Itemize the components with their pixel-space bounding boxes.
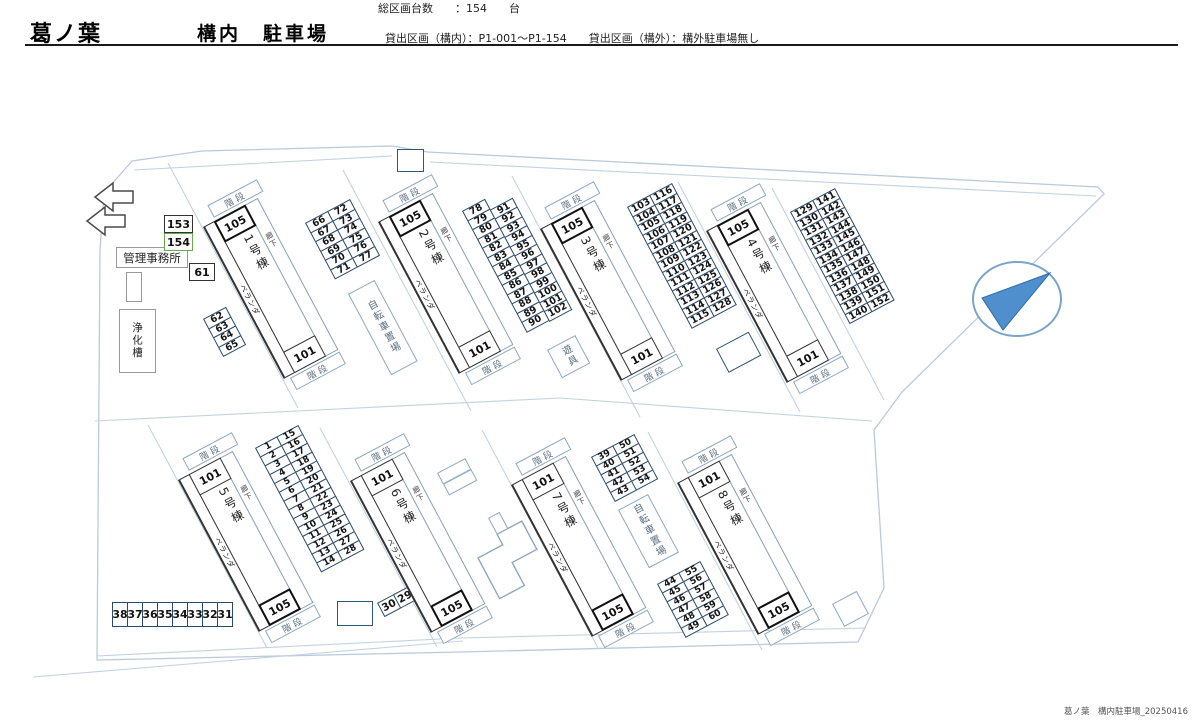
parking-space-153: 153 (164, 215, 193, 233)
outbuilding-bottom-left (337, 601, 373, 626)
parking-space-32: 32 (202, 602, 218, 627)
page-subtitle: 構内 駐車場 (197, 23, 330, 45)
septic-tank: 浄化槽 (119, 309, 156, 373)
parking-space-36: 36 (142, 602, 158, 627)
entrance-arrow-icon (85, 181, 134, 237)
page-title: 葛ノ葉 (30, 22, 103, 47)
parking-space-37: 37 (127, 602, 143, 627)
parking-space-61: 61 (189, 263, 215, 281)
outbuilding-left-small (126, 272, 142, 302)
lease-range-line: 貸出区画（構内）：P1-001～P1-154 貸出区画（構外）：構外駐車場無し (385, 32, 760, 45)
outbuilding-top (397, 149, 424, 172)
north-compass-icon (972, 261, 1062, 337)
header-divider (25, 44, 1178, 46)
outbuilding-l-shape (477, 520, 538, 600)
parking-space-31: 31 (217, 602, 233, 627)
parking-space-35: 35 (157, 602, 173, 627)
footer-caption: 葛ノ葉 構内駐車場_20250416 (1063, 707, 1188, 717)
total-spaces-line: 総区画台数 ：154 台 (378, 2, 520, 15)
parking-space-33: 33 (187, 602, 203, 627)
management-office: 管理事務所 (116, 247, 188, 268)
parking-space-34: 34 (172, 602, 188, 627)
parking-space-38: 38 (112, 602, 128, 627)
parking-space-154: 154 (164, 233, 193, 251)
summary-info: 総区画台数 ：154 台 貸出区画（構内）：P1-001～P1-154 貸出区画… (378, 1, 759, 46)
site-boundary (96, 145, 1105, 661)
